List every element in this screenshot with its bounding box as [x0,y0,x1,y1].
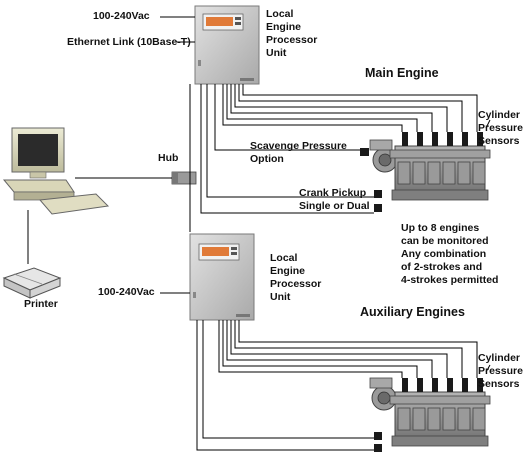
engines-note: Up to 8 engines can be monitored Any com… [401,222,498,287]
network-wiring [27,84,191,264]
top-processor-unit [194,5,260,85]
aux-sensors-label-line: Sensors [478,378,520,390]
bottom-unit-label-line: Local [270,252,298,264]
top-power-label: 100-240Vac [93,10,150,22]
engines-note-line: 4-strokes permitted [401,274,499,286]
personal-computer [2,127,110,215]
main-sensors-label-line: Pressure [478,122,523,134]
engines-note-line: of 2-strokes and [401,261,483,273]
aux-sensors-label-line: Pressure [478,365,523,377]
aux-sensors-label-line: Cylinder [478,352,521,364]
engines-note-line: can be monitored [401,235,489,247]
bottom-unit-label-line: Engine [270,265,306,277]
top-unit-label-line: Processor [266,34,318,46]
aux-engine-wiring [196,320,491,451]
bottom-processor-unit [189,233,255,321]
hub-device [171,171,197,185]
main-engine-title: Main Engine [365,66,439,80]
printer-label: Printer [24,298,58,310]
engines-note-line: Any combination [401,248,487,260]
bottom-unit-label: Local Engine Processor Unit [270,252,321,304]
main-engine-wiring [200,84,491,214]
top-unit-label-line: Engine [266,21,302,33]
aux-engine-graphic [369,377,491,452]
bottom-unit-label-line: Unit [270,291,291,303]
scavenge-label-line: Option [250,153,284,165]
top-unit-label: Local Engine Processor Unit [266,8,317,60]
aux-engines-title: Auxiliary Engines [360,305,465,319]
bottom-unit-label-line: Processor [270,278,322,290]
bottom-power-label: 100-240Vac [98,286,155,298]
printer-device [2,267,62,299]
top-unit-label-line: Unit [266,47,287,59]
crank-label: Crank Pickup Single or Dual [299,187,370,213]
scavenge-label: Scavenge Pressure Option [250,140,347,166]
aux-sensors-label: Cylinder Pressure Sensors [478,352,523,391]
main-sensors-label-line: Sensors [478,135,520,147]
scavenge-label-line: Scavenge Pressure [250,140,347,152]
ethernet-link-label: Ethernet Link (10Base-T) [67,36,191,48]
main-engine-graphic [360,132,491,212]
main-sensors-label: Cylinder Pressure Sensors [478,109,523,148]
engines-note-line: Up to 8 engines [401,222,480,234]
crank-label-line: Single or Dual [299,200,370,212]
crank-label-line: Crank Pickup [299,187,367,199]
hub-label: Hub [158,152,179,164]
top-unit-label-line: Local [266,8,294,20]
main-sensors-label-line: Cylinder [478,109,521,121]
